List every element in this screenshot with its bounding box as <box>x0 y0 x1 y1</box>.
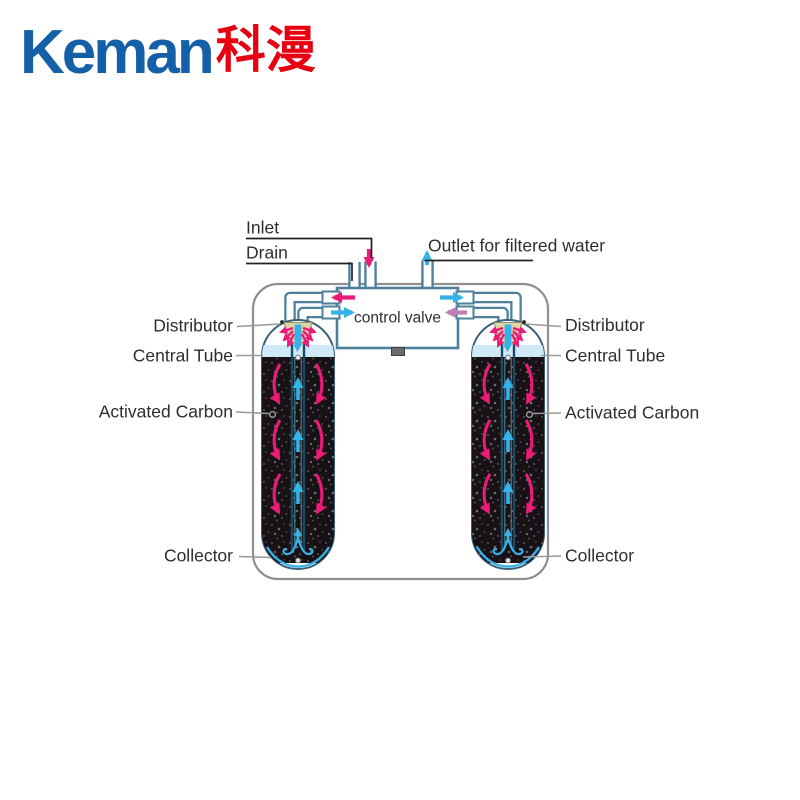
down-flow-arrow-icon <box>524 473 537 515</box>
brand-logo-latin: Keman <box>20 18 215 87</box>
valve-drain-nub <box>391 347 405 356</box>
label-right-activated-carbon: Activated Carbon <box>565 403 699 423</box>
label-inlet: Inlet <box>246 218 279 238</box>
right-collector-line <box>522 555 562 558</box>
right-distributor-line <box>525 323 562 328</box>
label-right-central-tube: Central Tube <box>565 346 665 366</box>
down-flow-arrow-icon <box>314 419 327 461</box>
right-central-tube <box>500 328 516 550</box>
right-tank <box>471 319 545 570</box>
label-drain: Drain <box>246 243 288 263</box>
label-left-distributor: Distributor <box>153 316 233 336</box>
left-collector <box>265 539 331 568</box>
label-right-distributor: Distributor <box>565 315 645 335</box>
left-tank <box>261 319 335 570</box>
label-outlet: Outlet for filtered water <box>428 236 605 256</box>
right-distributor <box>489 320 527 352</box>
label-left-central-tube: Central Tube <box>133 346 233 366</box>
down-flow-arrow-icon <box>269 473 282 515</box>
left-distributor-dot <box>280 320 284 324</box>
left-downflow-arrows <box>269 363 327 515</box>
inlet-leader-line <box>246 237 373 258</box>
brand-logo: Keman科漫 <box>20 10 316 88</box>
left-spray-arrows <box>279 326 317 348</box>
right-activated-carbon-line <box>531 412 562 415</box>
left-water-layer <box>262 345 334 359</box>
control-valve-label: control valve <box>354 310 441 327</box>
left-collector-line <box>238 555 272 559</box>
left-central-tube <box>290 328 306 550</box>
right-carbon-marker-dot <box>525 410 534 419</box>
down-flow-arrow-icon <box>479 419 492 461</box>
left-carbon-marker-dot <box>268 410 277 419</box>
drain-leader-line <box>246 262 353 281</box>
down-flow-arrow-icon <box>314 363 327 405</box>
right-tube-port-dot <box>505 354 511 361</box>
down-flow-arrow-icon <box>479 473 492 515</box>
right-downflow-arrows <box>479 363 537 515</box>
label-right-collector: Collector <box>565 546 634 566</box>
left-distributor <box>279 320 317 352</box>
control-valve: control valve <box>321 286 475 356</box>
label-left-collector: Collector <box>164 546 233 566</box>
left-tube-port-dot <box>295 354 301 361</box>
brand-logo-cjk: 科漫 <box>215 22 316 78</box>
down-flow-arrow-icon <box>479 363 492 405</box>
right-distributor-dot <box>522 320 526 324</box>
down-flow-arrow-icon <box>269 419 282 461</box>
left-activated-carbon-line <box>235 411 270 415</box>
left-distributor-line <box>236 323 281 328</box>
down-flow-arrow-icon <box>314 473 327 515</box>
down-flow-arrow-icon <box>524 363 537 405</box>
right-spray-arrows <box>489 326 527 348</box>
down-flow-arrow-icon <box>524 419 537 461</box>
right-water-layer <box>472 345 544 359</box>
label-left-activated-carbon: Activated Carbon <box>99 402 233 422</box>
down-flow-arrow-icon <box>269 363 282 405</box>
